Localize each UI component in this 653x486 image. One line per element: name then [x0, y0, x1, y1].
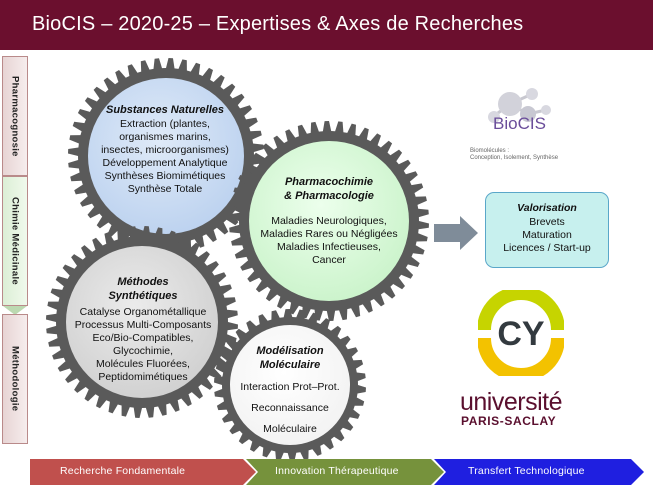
modelisation-title: Modélisation	[256, 345, 324, 357]
universite-logo-text: université	[460, 388, 563, 416]
side-tab-methodologie: Méthodologie	[2, 314, 28, 444]
methodes-line: Processus Multi-Composants	[74, 319, 212, 331]
substances-line: insectes, microorganismes)	[101, 143, 229, 156]
valorisation-title: Valorisation	[517, 202, 577, 214]
arrow-right-icon	[434, 216, 478, 250]
valorisation-line: Brevets	[529, 216, 565, 228]
universite-logo-subtitle: PARIS-SACLAY	[461, 414, 557, 428]
stage-label-transfert: Transfert Technologique	[468, 465, 585, 477]
stage-arrow-innovation	[246, 459, 444, 485]
cy-university-logo: CY	[478, 290, 564, 376]
methodes-title: Synthétiques	[108, 289, 178, 302]
pharmaco-title: Pharmacochimie	[284, 176, 374, 188]
side-tab-label: Chimie Médicinale	[9, 197, 21, 285]
biocis-logo-subtitle: Biomolécules :	[470, 148, 510, 154]
side-tab-chimie-medicinale: Chimie Médicinale	[2, 176, 28, 306]
valorisation-box: Valorisation Brevets Maturation Licences…	[485, 192, 609, 268]
methodes-line: Glycochimie,	[112, 345, 174, 357]
page-title: BioCIS – 2020-25 – Expertises & Axes de …	[32, 13, 524, 35]
modelisation-text: Modélisation Moléculaire Interaction Pro…	[234, 345, 346, 437]
methodes-line: Peptidomimétiques	[98, 371, 188, 383]
valorisation-line: Licences / Start-up	[503, 242, 591, 254]
side-tab-pharmacognosie: Pharmacognosie	[2, 56, 28, 176]
circle-methodes-synthetiques	[66, 246, 218, 398]
valorisation-line: Maturation	[522, 229, 572, 241]
pharmaco-line: Maladies Neurologiques,	[271, 215, 387, 227]
circle-modelisation	[230, 325, 350, 445]
biocis-molecule-logo	[488, 88, 551, 123]
substances-line: Synthèse Totale	[127, 182, 203, 195]
modelisation-line: Interaction Prot–Prot.	[240, 381, 340, 393]
pharmaco-title: & Pharmacologie	[284, 189, 374, 202]
substances-naturelles-text: Substances Naturelles Extraction (plante…	[90, 104, 240, 196]
methodes-title: Méthodes	[117, 276, 169, 288]
pharmaco-line: Maladies Rares ou Négligées	[260, 228, 398, 240]
stage-label-recherche: Recherche Fondamentale	[60, 465, 186, 477]
side-tab-label: Pharmacognosie	[9, 75, 21, 157]
methodes-line: Catalyse Organométallique	[79, 306, 207, 318]
pharmaco-line: Maladies Infectieuses,	[277, 241, 381, 253]
modelisation-line: Reconnaissance	[251, 402, 329, 414]
side-tab-arrow	[3, 306, 27, 315]
stage-label-innovation: Innovation Thérapeutique	[275, 465, 399, 477]
title-bar: BioCIS – 2020-25 – Expertises & Axes de …	[0, 0, 653, 50]
pharmacochimie-text: Pharmacochimie & Pharmacologie Maladies …	[248, 176, 410, 267]
circle-substances-naturelles	[88, 78, 244, 234]
modelisation-title: Moléculaire	[259, 358, 321, 371]
cy-logo-text: CY	[497, 315, 545, 353]
substances-line: Développement Analytique	[102, 156, 228, 169]
modelisation-line: Moléculaire	[263, 423, 317, 435]
pharmaco-line: Cancer	[312, 254, 346, 266]
side-tab-label: Méthodologie	[9, 346, 21, 412]
substances-line: Synthèses Biomimétiques	[104, 169, 226, 182]
circle-pharmacochimie	[249, 141, 409, 301]
methodes-line: Eco/Bio-Compatibles,	[92, 332, 194, 344]
biocis-logo-text: BioCIS	[493, 114, 546, 133]
methodes-line: Molécules Fluorées,	[96, 358, 190, 370]
methodes-synthetiques-text: Méthodes Synthétiques Catalyse Organomét…	[68, 276, 218, 384]
biocis-logo-subtitle: Conception, Isolement, Synthèse	[470, 155, 559, 161]
substances-line: Extraction (plantes,	[120, 117, 210, 130]
substances-title: Substances Naturelles	[106, 104, 224, 116]
stage-arrow-transfert	[434, 459, 644, 485]
substances-line: organismes marins,	[119, 130, 211, 143]
stage-arrow-recherche	[30, 459, 256, 485]
